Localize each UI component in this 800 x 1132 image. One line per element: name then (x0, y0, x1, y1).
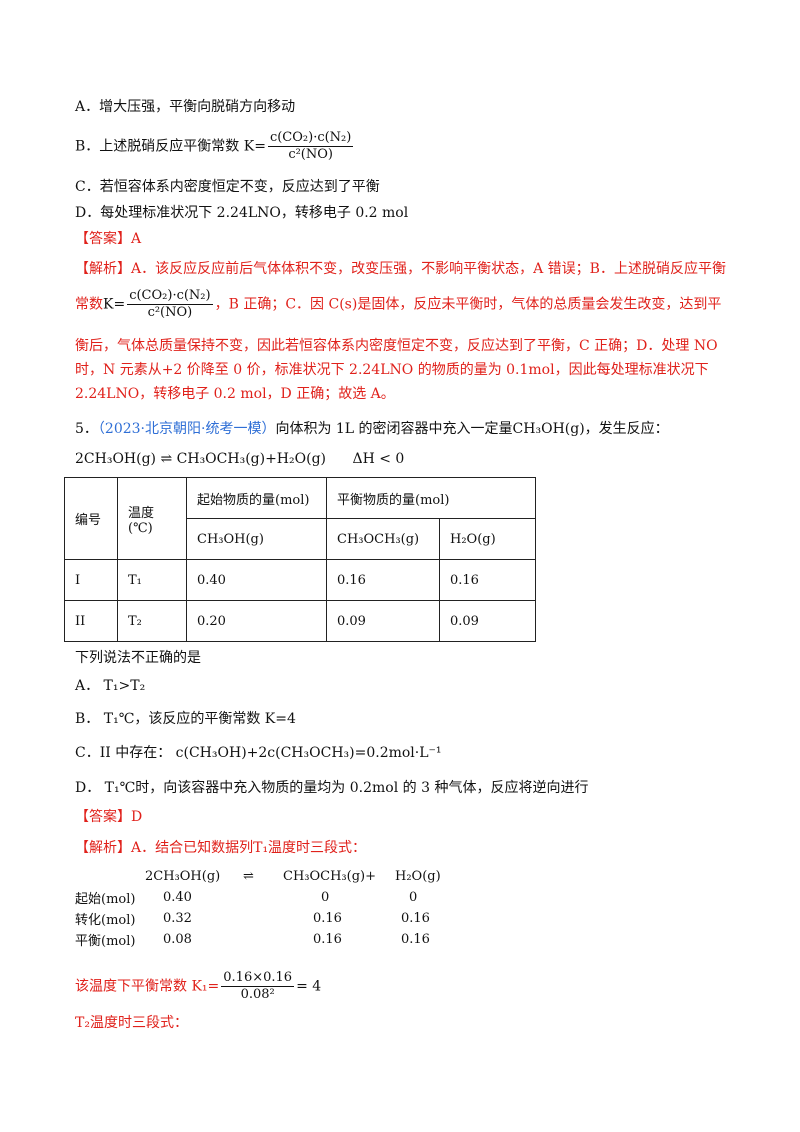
q4-option-b-text: B．上述脱硝反应平衡常数 (75, 138, 240, 155)
q5-option-c: C．II 中存在： c(CH₃OH)+2c(CH₃OCH₃)=0.2mol·L⁻… (75, 745, 442, 761)
stage-row: 起始(mol) 0.40 0 0 (75, 887, 449, 908)
k-denominator-2: c²(NO) (147, 305, 193, 320)
col-equilibrium: 平衡物质的量(mol) (326, 477, 536, 519)
stage-c: 0.16 (401, 911, 430, 926)
q4-option-c: C．若恒容体系内密度恒定不变，反应达到了平衡 (75, 179, 380, 195)
col-no: 编号 (64, 477, 118, 560)
row-eq-water: 0.09 (439, 600, 536, 642)
stage-header-arrow: ⇌ (243, 869, 254, 884)
q4-exp2-suffix: ，B 正确；C．因 C(s)是固体，反应未平衡时，气体的总质量会发生改变，达到平 (214, 296, 722, 313)
q5-stem: 5．（2023·北京朝阳·统考一模）向体积为 1L 的密闭容器中充入一定量CH₃… (75, 418, 669, 440)
k-numerator: c(CO₂)·c(N₂) (267, 130, 354, 147)
stage-header-blank (75, 866, 145, 887)
q4-explanation-line3: 衡后，气体总质量保持不变，因此若恒容体系内密度恒定不变，反应达到了平衡，C 正确… (75, 338, 718, 354)
reaction-equation: 2CH₃OH(g) ⇌ CH₃OCH₃(g)+H₂O(g) (75, 451, 326, 467)
stage-label: 转化(mol) (75, 913, 136, 928)
q5-answer: 【答案】D (75, 809, 143, 825)
stage-b: 0 (321, 890, 330, 905)
q4-explanation-line2: 常数K=c(CO₂)·c(N₂)c²(NO)，B 正确；C．因 C(s)是固体，… (75, 288, 721, 321)
q5-option-d: D． T₁℃时，向该容器中充入物质的量均为 0.2mol 的 3 种气体，反应将… (75, 780, 589, 796)
stage-c: 0.16 (401, 932, 430, 947)
k1-numerator: 0.16×0.16 (221, 970, 295, 987)
data-table: 编号 温度(℃) 起始物质的量(mol) 平衡物质的量(mol) CH₃OH(g… (64, 477, 536, 642)
q4-explanation-line4: 时，N 元素从+2 价降至 0 价，标准状况下 2.24LNO 的物质的量为 0… (75, 362, 709, 378)
k1-denominator: 0.08² (240, 987, 275, 1002)
col-initial: 起始物质的量(mol) (186, 477, 327, 519)
k1-result: = 4 (296, 978, 322, 995)
k-numerator-2: c(CO₂)·c(N₂) (127, 288, 213, 305)
stage-header-reactant: 2CH₃OH(g) (145, 869, 221, 884)
stage-a: 0.08 (163, 932, 192, 947)
q4-explanation-line5: 2.24LNO，转移电子 0.2 mol，D 正确；故选 A。 (75, 386, 395, 402)
q4-option-a: A．增大压强，平衡向脱硝方向移动 (75, 99, 296, 115)
q5-question: 下列说法不正确的是 (75, 650, 201, 666)
delta-h: ΔH < 0 (352, 451, 405, 467)
row-temp: T₂ (117, 600, 187, 642)
row-eq-ether: 0.09 (326, 600, 440, 642)
sub-eq-ether: CH₃OCH₃(g) (326, 518, 440, 560)
q4-exp2-prefix: 常数 (75, 296, 103, 313)
sub-eq-water: H₂O(g) (439, 518, 536, 560)
q5-option-b: B． T₁℃，该反应的平衡常数 K=4 (75, 711, 296, 727)
t2-line: T₂温度时三段式： (75, 1015, 188, 1031)
q5-number: 5． (75, 421, 98, 437)
q5-explanation-line1: 【解析】A．结合已知数据列T₁温度时三段式： (75, 840, 367, 856)
col-temp: 温度(℃) (117, 477, 187, 560)
stage-label: 起始(mol) (75, 892, 136, 907)
q5-source: （2023·北京朝阳·统考一模） (97, 421, 276, 437)
stage-b: 0.16 (313, 911, 342, 926)
k-lhs-2: K= (103, 296, 126, 313)
k-fraction-2: c(CO₂)·c(N₂)c²(NO) (127, 288, 213, 321)
stage-row: 转化(mol) 0.32 0.16 0.16 (75, 908, 449, 929)
k-denominator: c²(NO) (288, 147, 333, 162)
q4-answer: 【答案】A (75, 231, 142, 247)
three-stage-table: 2CH₃OH(g) ⇌ CH₃OCH₃(g)+ H₂O(g) 起始(mol) 0… (75, 866, 449, 950)
stage-header-ether: CH₃OCH₃(g)+ (283, 869, 377, 884)
q4-option-d: D．每处理标准状况下 2.24LNO，转移电子 0.2 mol (75, 205, 409, 221)
stage-c: 0 (409, 890, 418, 905)
stage-row: 平衡(mol) 0.08 0.16 0.16 (75, 929, 449, 950)
q5-reaction: 2CH₃OH(g) ⇌ CH₃OCH₃(g)+H₂O(g) ΔH < 0 (75, 448, 404, 470)
row-eq-water: 0.16 (439, 559, 536, 601)
stage-label: 平衡(mol) (75, 934, 136, 949)
q4-option-b: B．上述脱硝反应平衡常数 K=c(CO₂)·c(N₂)c²(NO) (75, 130, 355, 163)
k-lhs: K= (243, 138, 266, 155)
stage-a: 0.32 (163, 911, 192, 926)
k-fraction: c(CO₂)·c(N₂)c²(NO) (267, 130, 354, 163)
row-no: I (64, 559, 118, 601)
row-no: II (64, 600, 118, 642)
sub-initial: CH₃OH(g) (186, 518, 327, 560)
row-temp: T₁ (117, 559, 187, 601)
q5-option-a: A． T₁>T₂ (75, 678, 146, 694)
table-row: I T₁ 0.40 0.16 0.16 (64, 559, 536, 601)
row-initial: 0.40 (186, 559, 327, 601)
k1-prefix: 该温度下平衡常数 K₁= (75, 978, 220, 995)
stage-header-water: H₂O(g) (395, 869, 441, 884)
q4-explanation-line1: 【解析】A．该反应反应前后气体体积不变，改变压强，不影响平衡状态，A 错误；B．… (75, 261, 726, 277)
q5-stem-text: 向体积为 1L 的密闭容器中充入一定量CH₃OH(g)，发生反应： (275, 421, 669, 437)
stage-b: 0.16 (313, 932, 342, 947)
row-initial: 0.20 (186, 600, 327, 642)
table-row: II T₂ 0.20 0.09 0.09 (64, 600, 536, 642)
stage-a: 0.40 (163, 890, 192, 905)
row-eq-ether: 0.16 (326, 559, 440, 601)
